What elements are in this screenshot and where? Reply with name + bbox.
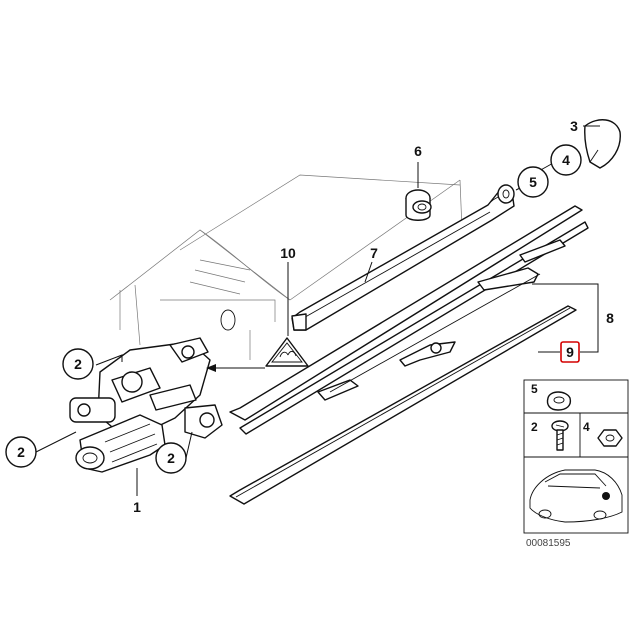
leader-lines: [35, 125, 600, 496]
callout-9: 9: [566, 344, 574, 360]
legend-label-5: 5: [531, 382, 538, 396]
legend-label-4: 4: [583, 420, 590, 434]
wiper-motor-assembly: [69, 337, 223, 473]
callout-6: 6: [414, 143, 422, 159]
callout-2-motor-right: 2: [167, 450, 175, 466]
screw-icon: [551, 420, 569, 451]
hardware-legend: 5 2 4: [523, 379, 629, 534]
shaft-hardware: [497, 119, 621, 204]
callout-2-motor-top: 2: [74, 356, 82, 372]
legend-label-2: 2: [531, 420, 538, 434]
callout-7: 7: [370, 245, 378, 261]
callout-2-motor-left: 2: [17, 444, 25, 460]
wiper-blade: [229, 205, 589, 435]
washer-icon: [546, 391, 572, 411]
callout-circles: [5, 144, 582, 474]
warning-label-icon: [265, 337, 309, 367]
callout-5: 5: [529, 174, 537, 190]
callout-4: 4: [562, 152, 570, 168]
highlight-box-9: [560, 341, 580, 363]
direction-arrow: [206, 364, 265, 372]
callout-8: 8: [606, 310, 614, 326]
vehicle-thumbnail: [529, 469, 623, 523]
document-id: 00081595: [526, 538, 571, 549]
nut-icon: [597, 429, 623, 447]
blade-rubber-insert: [229, 305, 577, 505]
callout-3: 3: [570, 118, 578, 134]
grommet-part: [405, 189, 432, 221]
callout-10: 10: [280, 245, 296, 261]
callout-1: 1: [133, 499, 141, 515]
